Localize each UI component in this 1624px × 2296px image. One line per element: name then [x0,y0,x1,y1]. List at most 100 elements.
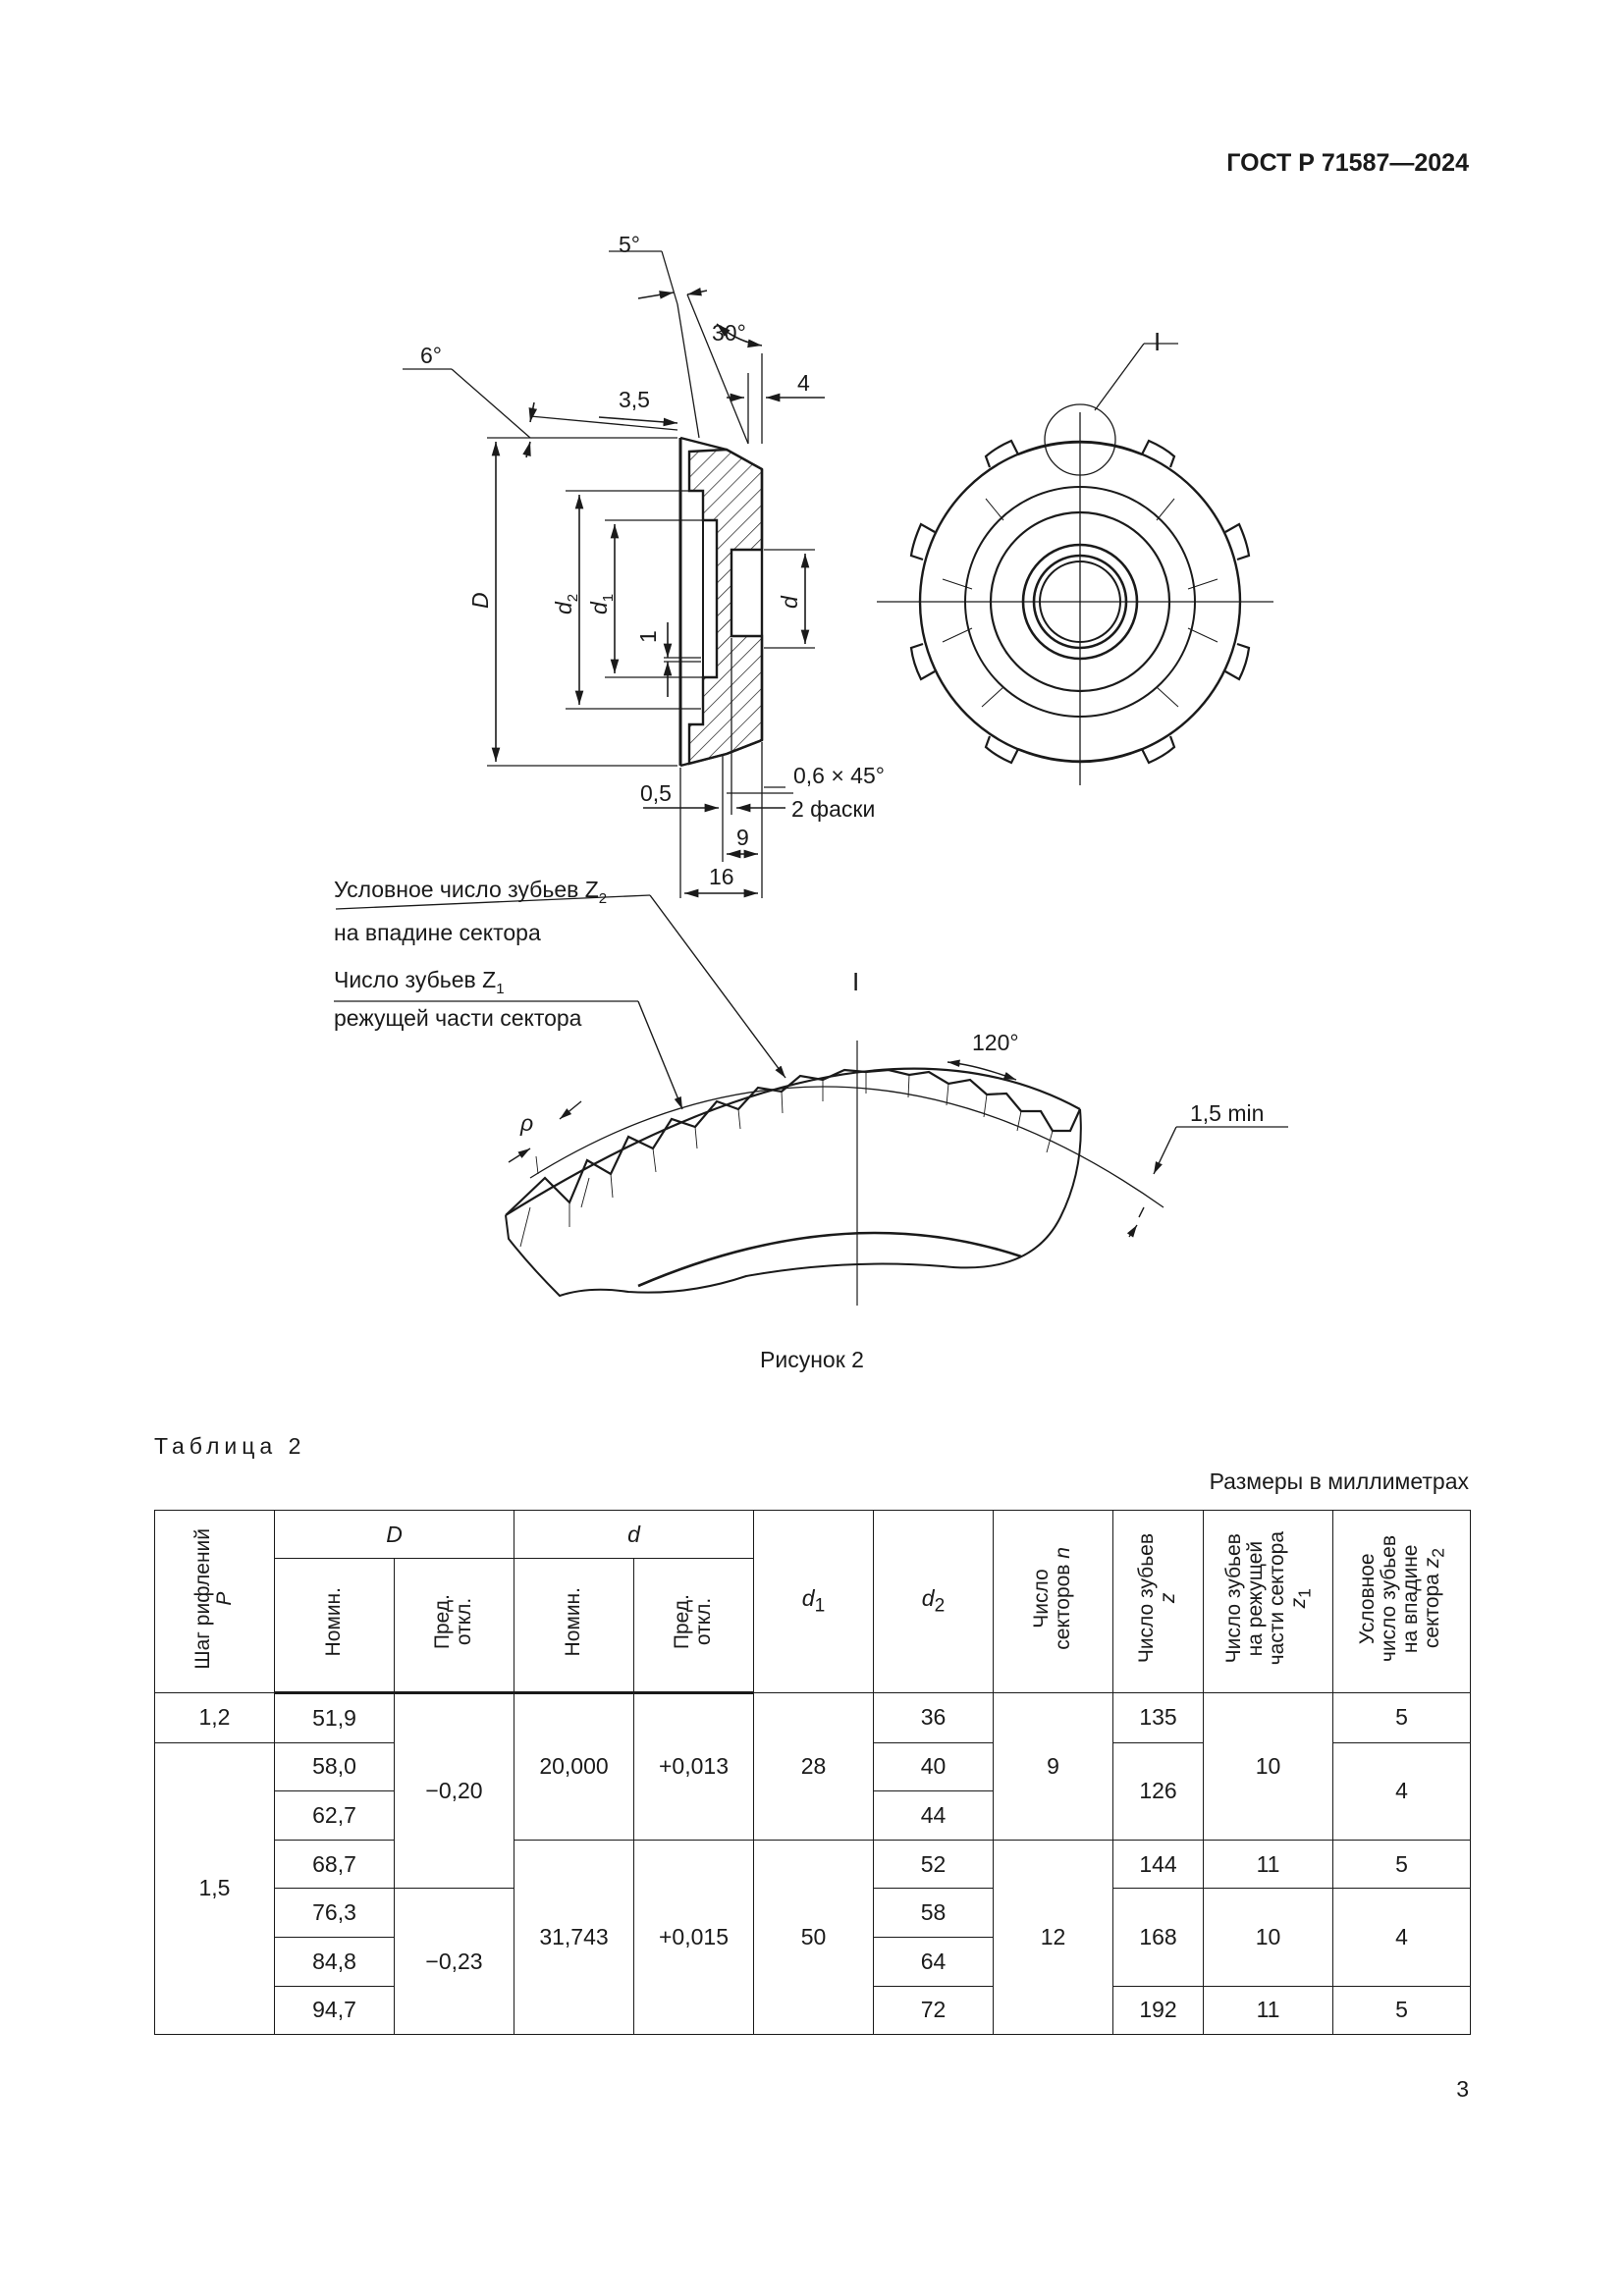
cell-d2: 72 [873,1985,995,2036]
cell-n: 12 [993,1839,1114,2036]
cell-d2: 58 [873,1888,995,1938]
label-z2: Условное число зубьев Z2 [334,877,607,907]
table-title: Таблица 2 [154,1433,306,1459]
table-row: 1,2 51,9 −0,20 20,000 +0,013 28 36 9 135… [154,1691,1472,1890]
table-row: 84,8 64 [155,1936,1471,1987]
cell-pitch: 1,2 [154,1692,275,1743]
dim-d2: d2 [551,594,581,614]
cell-D: 84,8 [274,1936,395,1987]
cell-D: 58,0 [274,1741,395,1792]
dim-6-deg: 6° [420,343,442,368]
cell-z: 192 [1112,1985,1205,2036]
cell-z: 168 [1112,1888,1205,1987]
table-row: 68,7 31,743 +0,015 50 52 12 144 11 5 [155,1839,1472,2036]
front-sectors [909,439,1251,765]
dim-1: 1 [635,630,661,643]
cell-d2: 64 [873,1936,995,1987]
dim-3-5: 3,5 [619,387,650,412]
header-d-tol: Пред. откл. [632,1558,755,1694]
dim-16: 16 [709,864,734,889]
cell-d2: 40 [873,1741,995,1792]
header-D-nom: Номин. [274,1558,395,1694]
header-d: d [513,1510,755,1559]
cell-D-tol: −0,20 [394,1691,514,1890]
header-D-tol: Пред. откл. [394,1558,514,1694]
header-d2: d2 [873,1510,995,1693]
cell-D-tol: −0,23 [394,1888,514,2036]
cell-pitch: 1,5 [154,1741,275,2036]
dim-1-5-min: 1,5 min [1190,1100,1264,1126]
dim-9: 9 [736,825,749,850]
cell-z: 135 [1112,1692,1205,1743]
cell-d-tol: +0,013 [632,1692,755,1841]
cell-z2: 5 [1332,1839,1472,1890]
document-code: ГОСТ Р 71587—2024 [1226,149,1469,177]
header-d1: d1 [753,1510,875,1693]
cell-z: 126 [1112,1741,1205,1841]
cell-z2: 5 [1332,1692,1472,1743]
header-teeth: Число зубьев z [1112,1510,1205,1693]
dim-30-deg: 30° [712,320,746,346]
cell-z2: 4 [1332,1741,1472,1841]
cell-d1: 28 [753,1692,875,1841]
technical-drawing: 5° 6° 30° 3,5 4 D d2 d1 d 1 0,5 0,6 × 45… [334,232,1288,1306]
cell-D: 51,9 [274,1692,395,1743]
svg-text:d1: d1 [586,594,617,614]
label-z1: Число зубьев Z1 [334,967,505,997]
angle-120: 120° [972,1030,1019,1055]
cell-z1: 11 [1203,1985,1334,2036]
dim-D: D [467,592,493,609]
table-row: 94,7 72 192 11 5 [155,1985,1472,2036]
detail-title: I [852,967,859,996]
dim-d1: d1 [586,594,617,614]
cell-n: 9 [993,1692,1114,1841]
dim-d: d [777,595,802,609]
cell-z1: 10 [1203,1888,1334,1987]
dim-5-deg: 5° [619,232,640,257]
section-view [403,250,825,898]
dim-0-5: 0,5 [640,780,672,806]
label-z2-line2: на впадине сектора [334,920,541,945]
cell-d1: 50 [753,1839,875,2036]
dimensions-table: Шаг рифлений P D d d1 d2 Число секторов … [154,1510,1472,2036]
header-z2: Условное число зубьев на впадине сектора… [1332,1510,1472,1693]
table-row: 76,3 −0,23 58 168 10 4 [155,1888,1472,2036]
section-hatch [687,448,764,766]
front-view [877,343,1273,785]
dim-chamfer: 0,6 × 45° [793,763,885,788]
table-row: 62,7 44 [155,1790,1471,1841]
cell-d-tol: +0,015 [632,1839,755,2036]
cell-d2: 44 [873,1790,995,1841]
cell-d2: 52 [873,1839,995,1890]
cell-d-nom: 20,000 [514,1692,634,1841]
svg-text:d2: d2 [551,594,581,614]
pitch-rho: ρ [519,1110,533,1136]
cell-D: 62,7 [274,1790,395,1841]
cell-D: 94,7 [274,1985,395,2036]
table-units: Размеры в миллиметрах [1209,1468,1469,1494]
cell-D: 76,3 [274,1888,395,1938]
dim-chamfer-count: 2 фаски [791,796,875,822]
front-radial-ticks [942,471,1218,746]
cell-D: 68,7 [274,1839,395,1890]
detail-view [334,894,1288,1306]
subheader-row: Номин. Пред. откл. Номин. Пред. откл. [155,1558,1471,1694]
label-z1-line2: режущей части сектора [334,1005,582,1031]
cell-z: 144 [1112,1839,1205,1890]
header-z1: Число зубьев на режущей части сектора z1 [1203,1510,1334,1693]
header-d-nom: Номин. [514,1558,634,1694]
cell-z2: 4 [1332,1888,1472,1987]
header-pitch: Шаг рифлений P [154,1510,275,1693]
cell-z2: 5 [1332,1985,1472,2036]
cell-d2: 36 [873,1692,995,1743]
cell-z1: 11 [1203,1839,1334,1890]
header-D: D [274,1510,514,1559]
page-number: 3 [1456,2076,1469,2102]
cell-z1: 10 [1203,1692,1334,1841]
detail-marker-label: I [1154,327,1161,356]
header-sectors: Число секторов n [993,1510,1114,1693]
cell-d-nom: 31,743 [514,1839,634,2036]
header-row: Шаг рифлений P D d d1 d2 Число секторов … [154,1510,1472,1693]
dim-4: 4 [797,370,810,396]
figure-caption: Рисунок 2 [760,1347,864,1372]
